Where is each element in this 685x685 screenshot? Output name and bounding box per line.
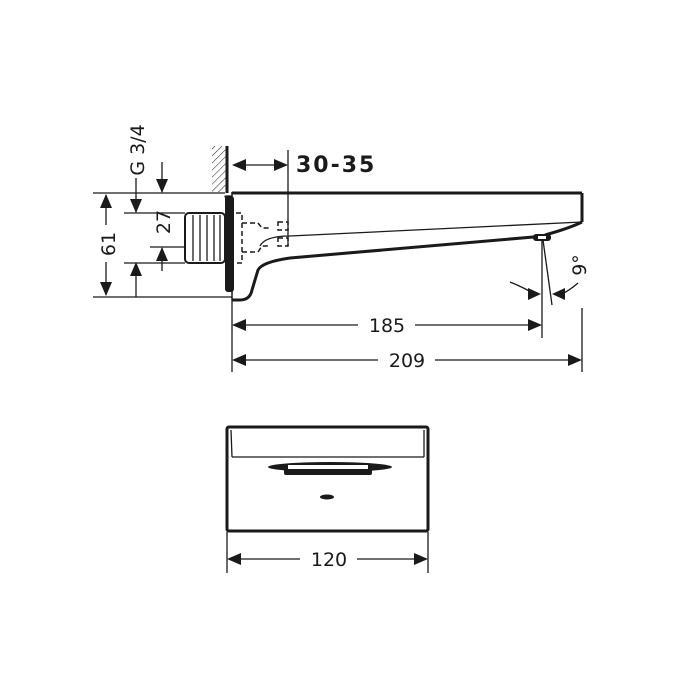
height-total-label: 61 (98, 232, 120, 256)
wall-rosette (224, 192, 234, 312)
threaded-connector (184, 212, 226, 264)
angle-dimension: 9° (509, 239, 591, 338)
side-view: 30-35 61 G 3/4 (93, 124, 591, 372)
wall-hatch (212, 146, 229, 193)
height-total-dimension: 61 (93, 192, 232, 298)
front-view: 120 (225, 425, 430, 573)
width-label: 120 (311, 549, 347, 571)
outlet-slot (268, 462, 392, 475)
thread-dimension: G 3/4 (124, 124, 185, 297)
projection-outlet-dimension: 185 (231, 312, 542, 372)
angle-label: 9° (569, 254, 591, 276)
thread-label: G 3/4 (127, 124, 149, 175)
screw-hole (320, 494, 334, 500)
spout-body (232, 191, 584, 302)
width-dimension: 120 (226, 532, 429, 573)
wall-offset-label: 30-35 (296, 153, 376, 178)
hidden-internals (236, 212, 289, 264)
height-inner-label: 27 (153, 210, 175, 234)
projection-total-dimension: 209 (232, 308, 583, 372)
projection-total-label: 209 (389, 350, 425, 372)
wall-offset-dimension: 30-35 (232, 150, 376, 246)
height-inner-dimension: 27 (150, 162, 185, 271)
projection-outlet-label: 185 (369, 315, 405, 337)
